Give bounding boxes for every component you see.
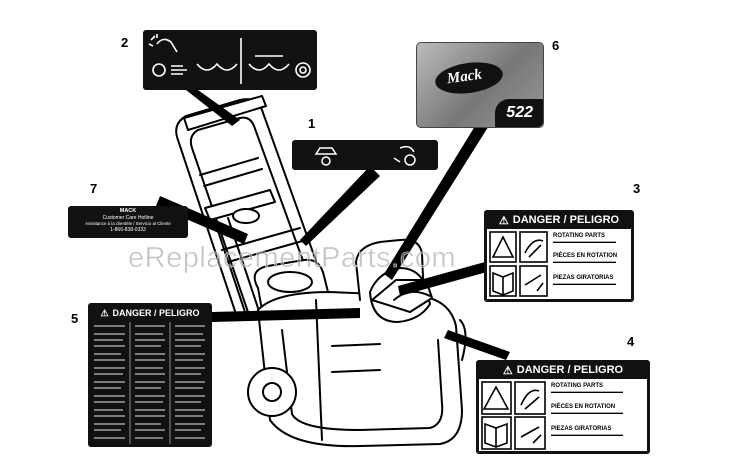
primer-icon	[314, 147, 338, 155]
fuel-cap	[232, 208, 260, 224]
decal-danger-4: ⚠ DANGER / PELIGRO ROTATING PARTS ▬▬▬▬▬▬…	[476, 360, 650, 454]
danger-pictograms	[481, 381, 546, 450]
care-phone: 1-866-838-0333	[110, 227, 146, 233]
rotating-hand-icon	[524, 239, 544, 258]
warning-triangle-icon: ⚠	[100, 307, 109, 318]
auger-reverse-icon	[248, 62, 290, 71]
engine-top	[267, 271, 313, 293]
decal-controls-2	[143, 30, 317, 90]
care-hotline: Customer Care Hotline	[102, 215, 154, 221]
leader-3	[398, 262, 487, 296]
leader-2	[186, 90, 240, 126]
decal-danger-5: ⚠ DANGER / PELIGRO	[88, 303, 212, 447]
danger-body: ROTATING PARTS ▬▬▬▬▬▬▬▬▬▬▬▬▬▬▬▬ PIÈCES E…	[479, 379, 647, 451]
choke-icon	[399, 145, 415, 153]
operator-manual-icon	[484, 422, 508, 448]
watermark: eReplacementParts.com	[128, 242, 457, 275]
warning-triangle-icon: ⚠	[498, 214, 509, 227]
care-assistance: Assistance à la clientèle / Servicio al …	[85, 221, 171, 226]
housing-inner	[281, 329, 444, 431]
decal-customer-care-7: MACK Customer Care Hotline Assistance à …	[68, 206, 188, 238]
leader-1	[300, 166, 380, 246]
decal-danger-3: ⚠ DANGER / PELIGRO ROTATING PARTS ▬▬▬▬▬▬…	[484, 210, 634, 302]
handle-inner	[189, 116, 319, 319]
leader-5	[212, 308, 360, 322]
rotating-hand-icon	[520, 389, 540, 410]
auger-icon	[152, 63, 166, 77]
leader-6	[384, 118, 490, 280]
leader-4	[444, 330, 510, 360]
callout-6: 6	[552, 38, 560, 53]
stop-icon	[295, 62, 311, 78]
danger-header: ⚠ DANGER / PELIGRO	[487, 213, 631, 227]
decal-model-6: Mack 522	[416, 42, 544, 128]
remove-key-icon	[520, 426, 542, 444]
model-badge	[495, 99, 543, 127]
upper-crossbar	[199, 157, 263, 187]
callout-2: 2	[121, 35, 129, 50]
danger-pictograms	[489, 231, 548, 297]
warning-triangle-icon	[482, 385, 510, 410]
control-symbols-icon	[148, 34, 311, 84]
engine-symbols-icon	[314, 145, 416, 166]
control-lever	[204, 189, 276, 221]
danger-header: ⚠ DANGER / PELIGRO	[91, 306, 209, 320]
callout-4: 4	[627, 334, 635, 349]
model-number: 522	[506, 104, 533, 121]
chute-spray-icon	[156, 38, 178, 53]
danger-body: ROTATING PARTS ▬▬▬▬▬▬▬▬▬▬▬▬▬▬ PIÈCES EN …	[487, 229, 631, 299]
auger-housing	[257, 291, 463, 448]
wheel	[247, 367, 297, 417]
fine-print-lines	[94, 322, 205, 444]
warning-triangle-icon: ⚠	[502, 364, 513, 377]
danger-text-columns	[91, 322, 209, 444]
danger-header: ⚠ DANGER / PELIGRO	[479, 363, 647, 377]
care-brand: MACK	[119, 208, 137, 214]
decal-engine-1	[292, 140, 438, 170]
warning-triangle-icon	[491, 235, 515, 258]
auger-blades-icon	[196, 62, 238, 71]
callout-5: 5	[71, 311, 79, 326]
operator-manual-icon	[492, 271, 514, 296]
callout-1: 1	[308, 116, 316, 131]
callout-7: 7	[90, 181, 98, 196]
callout-3: 3	[633, 181, 641, 196]
remove-key-icon	[524, 274, 544, 292]
